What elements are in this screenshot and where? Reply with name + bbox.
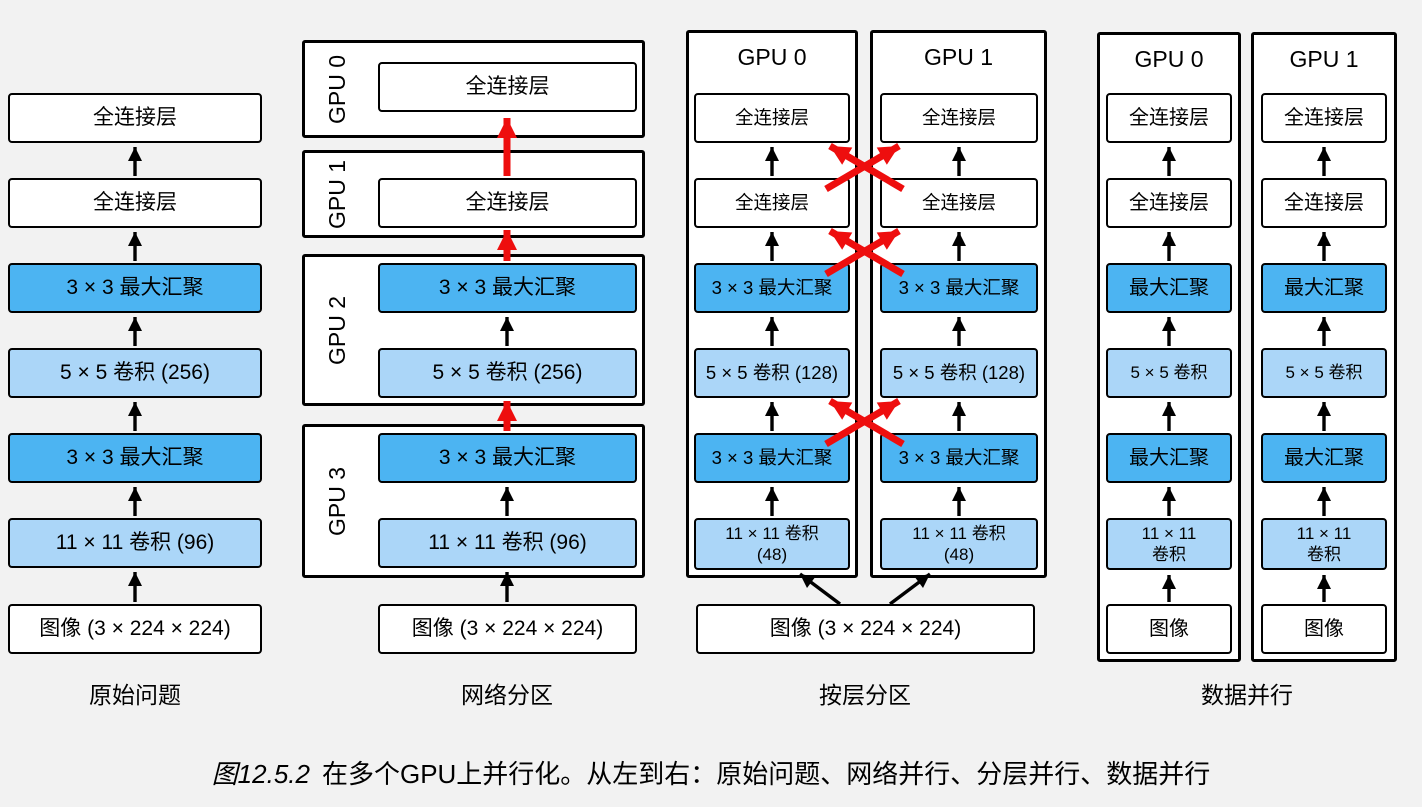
fc-layer-box: 全连接层: [378, 62, 637, 112]
image-input-box: 图像 (3 × 224 × 224): [696, 604, 1035, 654]
gpu-label-vertical: GPU 1: [305, 150, 371, 238]
conv-line1: 11 × 11: [1296, 523, 1352, 543]
conv-line2: 卷积: [1307, 545, 1341, 564]
column-label: 原始问题: [89, 682, 181, 708]
pool-layer-box: 最大汇聚: [1261, 433, 1387, 483]
gpu-label-vertical: GPU 3: [305, 424, 371, 578]
pool-layer-box: 3 × 3 最大汇聚: [880, 433, 1038, 483]
figure-caption-text: 在多个GPU上并行化。从左到右：原始问题、网络并行、分层并行、数据并行: [321, 759, 1211, 789]
conv-layer-box: 5 × 5 卷积: [1261, 348, 1387, 398]
pool-layer-box: 3 × 3 最大汇聚: [694, 263, 850, 313]
fc-layer-box: 全连接层: [880, 93, 1038, 143]
figure-caption: 图12.5.2 在多个GPU上并行化。从左到右：原始问题、网络并行、分层并行、数据…: [0, 754, 1422, 791]
fc-layer-box: 全连接层: [880, 178, 1038, 228]
fc-layer-box: 全连接层: [378, 178, 637, 228]
fc-layer-box: 全连接层: [8, 93, 262, 143]
conv-layer-box: 5 × 5 卷积 (128): [880, 348, 1038, 398]
conv-layer-box: 11 × 11 卷积: [1106, 518, 1232, 570]
pool-layer-box: 3 × 3 最大汇聚: [8, 433, 262, 483]
gpu-label-text: GPU 0: [324, 54, 351, 124]
conv-line2: 卷积: [1152, 545, 1186, 564]
conv-layer-box: 11 × 11 卷积 (48): [880, 518, 1038, 570]
gpu-label-text: GPU 2: [324, 295, 351, 365]
pool-layer-box: 3 × 3 最大汇聚: [880, 263, 1038, 313]
fc-layer-box: 全连接层: [8, 178, 262, 228]
gpu-label-text: GPU 3: [324, 466, 351, 536]
conv-line1: 11 × 11: [1141, 523, 1197, 543]
figure-number: 图12.5.2: [211, 759, 310, 789]
conv-layer-box: 5 × 5 卷积 (128): [694, 348, 850, 398]
gpu-label: GPU 1: [923, 44, 994, 70]
fc-layer-box: 全连接层: [1261, 178, 1387, 228]
column-label: 网络分区: [461, 682, 553, 708]
conv-layer-box: 11 × 11 卷积 (96): [8, 518, 262, 568]
gpu-label-vertical: GPU 0: [305, 40, 371, 138]
fc-layer-box: 全连接层: [1106, 93, 1232, 143]
fc-layer-box: 全连接层: [694, 93, 850, 143]
pool-layer-box: 最大汇聚: [1261, 263, 1387, 313]
gpu-label-text: GPU 1: [324, 159, 351, 229]
conv-line1: 11 × 11 卷积: [725, 523, 819, 543]
conv-layer-box: 11 × 11 卷积 (96): [378, 518, 637, 568]
conv-layer-box: 11 × 11 卷积: [1261, 518, 1387, 570]
pool-layer-box: 3 × 3 最大汇聚: [378, 433, 637, 483]
conv-line1: 11 × 11 卷积: [912, 523, 1006, 543]
pool-layer-box: 最大汇聚: [1106, 433, 1232, 483]
gpu-label: GPU 1: [1289, 46, 1359, 72]
gpu-label-vertical: GPU 2: [305, 254, 371, 406]
fc-layer-box: 全连接层: [1261, 93, 1387, 143]
image-input-box: 图像: [1106, 604, 1232, 654]
gpu-label: GPU 0: [737, 44, 807, 70]
gpu-label: GPU 0: [1134, 46, 1204, 72]
image-input-box: 图像: [1261, 604, 1387, 654]
column-label: 数据并行: [1201, 682, 1293, 708]
image-input-box: 图像 (3 × 224 × 224): [378, 604, 637, 654]
image-input-box: 图像 (3 × 224 × 224): [8, 604, 262, 654]
fc-layer-box: 全连接层: [1106, 178, 1232, 228]
conv-line2: (48): [943, 545, 975, 564]
conv-line2: (48): [756, 545, 788, 564]
conv-layer-box: 5 × 5 卷积 (256): [8, 348, 262, 398]
pool-layer-box: 最大汇聚: [1106, 263, 1232, 313]
conv-layer-box: 11 × 11 卷积 (48): [694, 518, 850, 570]
column-label: 按层分区: [819, 682, 911, 708]
pool-layer-box: 3 × 3 最大汇聚: [8, 263, 262, 313]
fc-layer-box: 全连接层: [694, 178, 850, 228]
pool-layer-box: 3 × 3 最大汇聚: [694, 433, 850, 483]
pool-layer-box: 3 × 3 最大汇聚: [378, 263, 637, 313]
conv-layer-box: 5 × 5 卷积 (256): [378, 348, 637, 398]
conv-layer-box: 5 × 5 卷积: [1106, 348, 1232, 398]
